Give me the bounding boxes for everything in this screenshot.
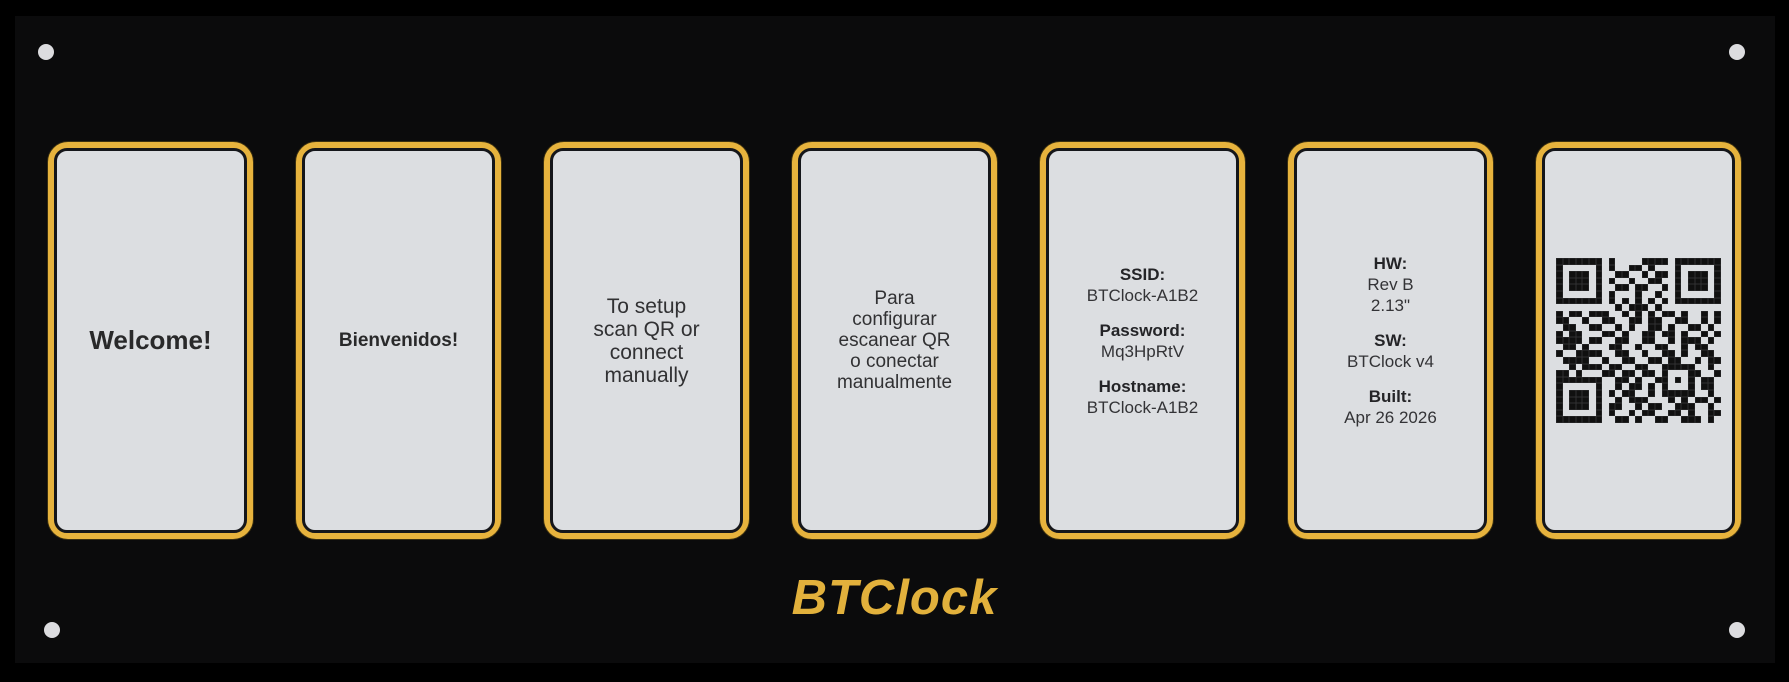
display-frame-welcome: Welcome! (48, 142, 253, 539)
info-group: Built: Apr 26 2026 (1344, 386, 1437, 428)
screw-hole-bottom-right (1729, 622, 1745, 638)
screen-text-line: o conectar (850, 351, 939, 372)
info-value: Mq3HpRtV (1100, 341, 1185, 361)
screen-text-line: Bienvenidos! (338, 329, 459, 351)
screw-hole-top-left (38, 44, 54, 60)
screen-text-line: Para (874, 288, 915, 309)
screen-text-line: manually (604, 363, 689, 387)
info-label: SW: (1374, 331, 1407, 350)
info-value: BTClock-A1B2 (1086, 285, 1199, 305)
screw-hole-bottom-left (44, 622, 60, 638)
wifi-setup-qr-icon (1556, 258, 1721, 423)
info-value: BTClock-A1B2 (1086, 397, 1199, 417)
info-value: 2.13" (1370, 296, 1411, 315)
info-group: Password:Mq3HpRtV (1100, 320, 1186, 362)
epaper-screen-qr (1542, 148, 1735, 533)
screen-text-line: connect (609, 340, 684, 364)
screw-hole-top-right (1729, 44, 1745, 60)
screen-text-line: To setup (606, 294, 687, 318)
info-group: HW: Rev B 2.13" (1367, 253, 1413, 316)
info-label: Built: (1368, 387, 1413, 406)
screen-text-line: configurar (852, 309, 937, 330)
info-label: HW: (1373, 254, 1408, 273)
info-label: SSID: (1119, 264, 1166, 284)
screen-text-line: manualmente (836, 372, 953, 393)
display-frame-device-info: HW: Rev B 2.13" SW: BTClock v4 Built: Apr 26 2… (1288, 142, 1493, 539)
info-value: Rev B (1367, 275, 1414, 294)
info-group: Hostname:BTClock-A1B2 (1087, 376, 1198, 418)
display-frame-bienvenidos: Bienvenidos! (296, 142, 501, 539)
info-group: SSID:BTClock-A1B2 (1087, 264, 1198, 306)
info-group: SW: BTClock v4 (1347, 330, 1434, 372)
epaper-screen-welcome: Welcome! (54, 148, 247, 533)
epaper-screen-device-info: HW: Rev B 2.13" SW: BTClock v4 Built: Apr 26 2… (1294, 148, 1487, 533)
brand-logo: BTClock (791, 571, 998, 625)
screen-text-line: Welcome! (89, 325, 212, 355)
epaper-screen-bienvenidos: Bienvenidos! (302, 148, 495, 533)
info-label: Password: (1099, 320, 1186, 340)
info-value: BTClock v4 (1347, 352, 1434, 371)
info-label: Hostname: (1098, 376, 1187, 396)
screen-text-line: scan QR or (593, 317, 700, 341)
display-frame-qr (1536, 142, 1741, 539)
info-value: Apr 26 2026 (1344, 408, 1437, 427)
screen-text-line: escanear QR (838, 330, 951, 351)
